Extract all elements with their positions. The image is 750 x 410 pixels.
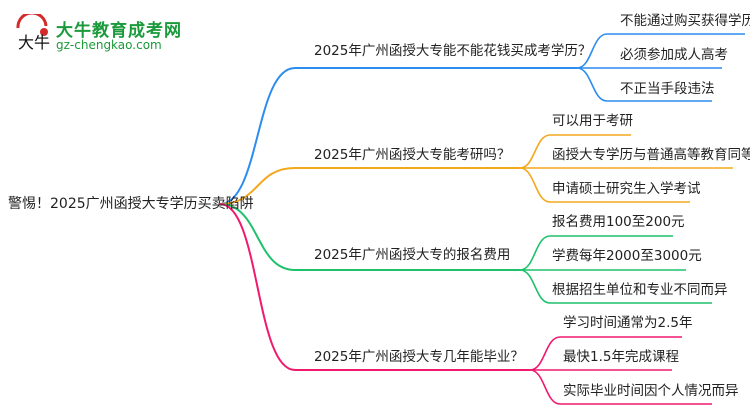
leaf-2-1-connector	[519, 134, 631, 169]
branch-3-connector	[219, 203, 520, 271]
leaf-4-3-connector	[529, 369, 712, 405]
leaf-3-3: 根据招生单位和专业不同而异	[552, 282, 728, 298]
branch-1-connector	[219, 67, 577, 205]
leaf-1-1: 不能通过购买获得学历	[620, 13, 750, 29]
leaf-4-1: 学习时间通常为2.5年	[563, 315, 693, 331]
leaf-3-1: 报名费用100至200元	[552, 214, 685, 230]
leaf-2-3-connector	[519, 167, 690, 203]
branch-2-connector	[219, 167, 520, 205]
leaf-2-2: 函授大专学历与普通高等教育同等	[552, 147, 750, 163]
logo-url: gz-chengkao.com	[56, 38, 162, 52]
svg-text:大牛: 大牛	[18, 33, 50, 52]
leaf-4-3: 实际毕业时间因个人情况而异	[563, 383, 739, 399]
branch-4-label: 2025年广州函授大专几年能毕业？	[314, 349, 524, 365]
branch-3-label: 2025年广州函授大专的报名费用	[314, 247, 511, 263]
leaf-1-2: 必须参加成人高考	[620, 47, 728, 63]
branch-2-label: 2025年广州函授大专能考研吗？	[314, 147, 511, 163]
leaf-2-3: 申请硕士研究生入学考试	[552, 181, 701, 197]
logo: 大牛 大牛教育成考网 gz-chengkao.com	[14, 12, 214, 57]
leaf-2-1: 可以用于考研	[552, 113, 633, 129]
leaf-4-2: 最快1.5年完成课程	[563, 349, 679, 365]
branch-4-connector	[219, 203, 530, 371]
leaf-1-3: 不正当手段违法	[620, 81, 715, 97]
leaf-3-1-connector	[519, 235, 673, 271]
leaf-4-1-connector	[529, 336, 682, 371]
leaf-3-2: 学费每年2000至3000元	[552, 248, 702, 264]
logo-mark-icon: 大牛	[16, 14, 50, 52]
root-node: 警惕！2025广州函授大专学历买卖陷阱	[8, 196, 254, 212]
branch-1-label: 2025年广州函授大专能不能花钱买成考学历？	[314, 43, 592, 59]
logo-title: 大牛教育成考网	[56, 21, 182, 41]
leaf-1-1-connector	[576, 33, 745, 69]
leaf-1-3-connector	[576, 67, 712, 102]
leaf-3-3-connector	[519, 269, 712, 304]
